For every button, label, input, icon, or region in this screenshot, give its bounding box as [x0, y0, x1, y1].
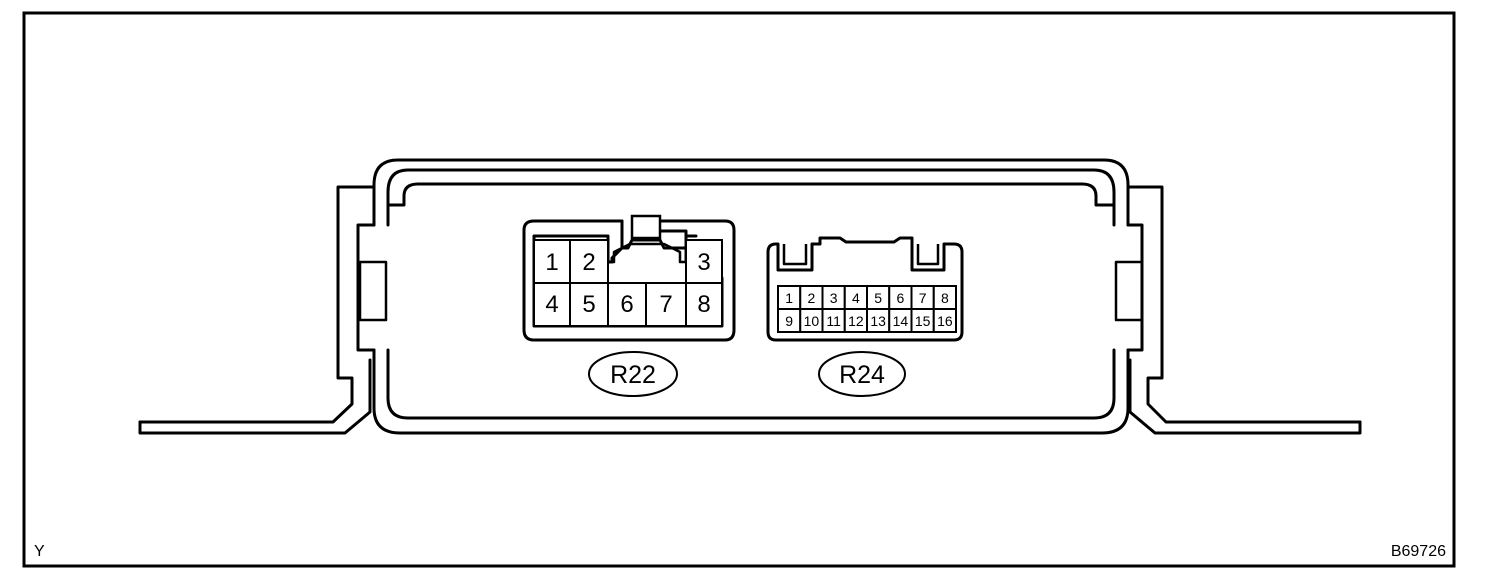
mounting-bracket — [138, 185, 1362, 435]
r22-pin-grid — [533, 239, 723, 327]
housing-inner — [386, 168, 1116, 227]
r22-pin: 3 — [697, 249, 710, 276]
connector-label-r24: R24 — [818, 351, 906, 397]
r24-pin: 11 — [826, 313, 841, 329]
corner-code-left: Y — [34, 543, 45, 560]
connector-r24 — [766, 236, 964, 342]
figure-frame — [22, 11, 1456, 568]
r24-pin: 14 — [893, 313, 909, 329]
r24-pin: 16 — [937, 313, 953, 329]
r24-pin-cell — [932, 308, 957, 333]
r24-pin: 1 — [785, 290, 793, 306]
r22-pin: 8 — [697, 291, 710, 318]
r22-pin: 4 — [545, 291, 558, 318]
r24-label: R24 — [839, 361, 885, 389]
r24-pin: 2 — [807, 290, 815, 306]
r24-pin: 13 — [870, 313, 886, 329]
r24-pin: 4 — [852, 290, 860, 306]
figure-code: B69726 — [1391, 543, 1446, 560]
r22-pin: 1 — [545, 249, 558, 276]
connector-r22: 1 2 3 4 5 6 7 8 — [522, 214, 736, 342]
r24-pin: 6 — [896, 290, 904, 306]
r22-label: R22 — [610, 361, 656, 389]
connector-label-r22: R22 — [588, 351, 678, 397]
r24-pin: 10 — [804, 313, 820, 329]
r24-pin: 15 — [915, 313, 931, 329]
r24-pin: 7 — [919, 290, 927, 306]
r22-pin: 2 — [582, 249, 595, 276]
r22-pin: 6 — [620, 291, 633, 318]
r24-pin: 12 — [848, 313, 864, 329]
r24-pin: 3 — [830, 290, 838, 306]
housing-outer — [372, 158, 1130, 227]
r24-pin: 9 — [785, 313, 793, 329]
r24-pin: 8 — [941, 290, 949, 306]
r22-pin: 7 — [659, 291, 672, 318]
r22-pin: 5 — [582, 291, 595, 318]
r24-pin: 5 — [874, 290, 882, 306]
